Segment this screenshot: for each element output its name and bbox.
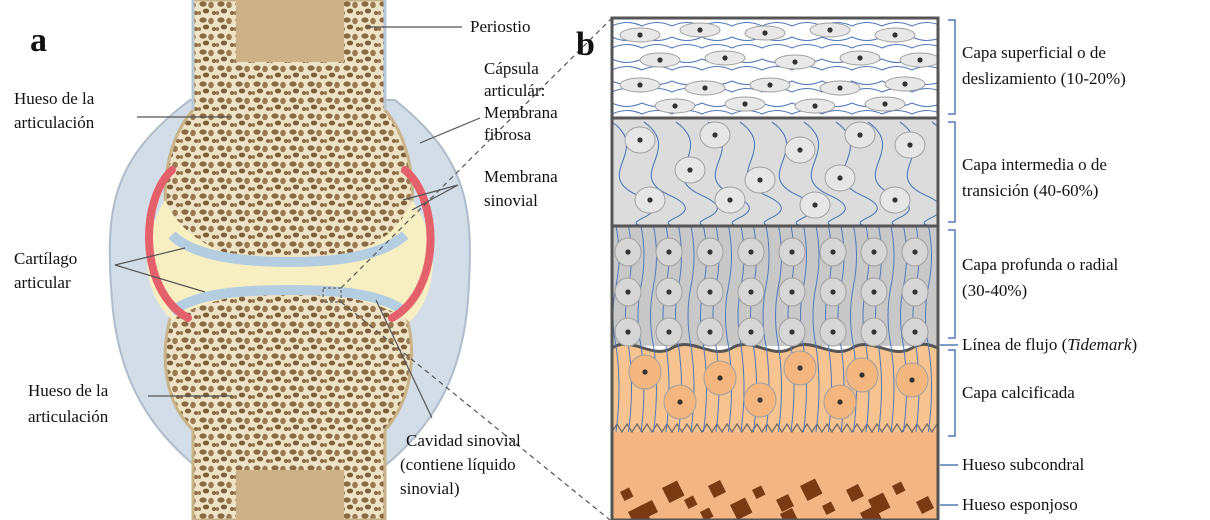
chondrocyte-superficial-nucleus [792, 59, 797, 64]
chondrocyte-superficial-nucleus [857, 55, 862, 60]
label-capsula-line4: fibrosa [484, 124, 531, 145]
chondrocyte-radial-nucleus [748, 329, 753, 334]
layer-brackets [940, 20, 958, 505]
chondrocyte-radial-nucleus [666, 249, 671, 254]
chondrocyte-radial-nucleus [789, 249, 794, 254]
label-cavidad-line1: Cavidad sinovial [406, 430, 521, 451]
chondrocyte-calcificada-nucleus [677, 399, 682, 404]
label-profunda-line2: (30-40%) [962, 280, 1027, 301]
chondrocyte-calcificada-nucleus [757, 397, 762, 402]
chondrocyte-radial-nucleus [912, 289, 917, 294]
label-subcondral: Hueso subcondral [962, 454, 1084, 475]
chondrocyte-calcificada-nucleus [642, 369, 647, 374]
chondrocyte-calcificada-nucleus [909, 377, 914, 382]
chondrocyte-superficial-nucleus [637, 32, 642, 37]
chondrocyte-radial-nucleus [707, 289, 712, 294]
chondrocyte-intermedia-nucleus [712, 132, 717, 137]
chondrocyte-superficial-nucleus [827, 27, 832, 32]
panel-b-letter: b [576, 28, 595, 62]
chondrocyte-calcificada-nucleus [837, 399, 842, 404]
label-superficial-line2: deslizamiento (10-20%) [962, 68, 1126, 89]
chondrocyte-superficial-nucleus [637, 82, 642, 87]
chondrocyte-radial-nucleus [871, 249, 876, 254]
chondrocyte-intermedia-nucleus [687, 167, 692, 172]
layer-calcificada [612, 344, 938, 432]
chondrocyte-radial-nucleus [871, 289, 876, 294]
label-capsula-line3: Membrana [484, 102, 558, 123]
label-profunda-line1: Capa profunda o radial [962, 254, 1118, 275]
chondrocyte-superficial-nucleus [702, 85, 707, 90]
label-hueso-top-line1: Hueso de la [14, 88, 94, 109]
label-cavidad-line2: (contiene líquido [400, 454, 516, 475]
chondrocyte-radial-nucleus [912, 329, 917, 334]
label-intermedia-line1: Capa intermedia o de [962, 154, 1107, 175]
chondrocyte-intermedia-nucleus [857, 132, 862, 137]
chondrocyte-radial-nucleus [830, 289, 835, 294]
chondrocyte-intermedia-nucleus [837, 175, 842, 180]
chondrocyte-intermedia-nucleus [727, 197, 732, 202]
chondrocyte-radial-nucleus [830, 249, 835, 254]
label-tidemark: Línea de flujo (Tidemark) [962, 334, 1137, 355]
chondrocyte-radial-nucleus [707, 249, 712, 254]
label-cavidad-line3: sinovial) [400, 478, 460, 499]
chondrocyte-superficial-nucleus [812, 103, 817, 108]
label-periostio: Periostio [470, 16, 530, 37]
label-membrana-line1: Membrana [484, 166, 558, 187]
label-hueso-bottom-line2: articulación [28, 406, 108, 427]
chondrocyte-intermedia-nucleus [797, 147, 802, 152]
label-capsula-line2: articulár: [484, 80, 545, 101]
label-cartilago-line1: Cartílago [14, 248, 77, 269]
chondrocyte-calcificada-nucleus [797, 365, 802, 370]
chondrocyte-superficial-nucleus [767, 82, 772, 87]
chondrocyte-radial-nucleus [625, 329, 630, 334]
chondrocyte-radial-nucleus [789, 289, 794, 294]
chondrocyte-superficial-nucleus [672, 103, 677, 108]
chondrocyte-radial-nucleus [748, 249, 753, 254]
chondrocyte-superficial-nucleus [722, 55, 727, 60]
chondrocyte-superficial-nucleus [657, 57, 662, 62]
chondrocyte-intermedia-nucleus [812, 202, 817, 207]
upper-bone-shaft [236, 0, 344, 62]
chondrocyte-calcificada-nucleus [859, 372, 864, 377]
chondrocyte-radial-nucleus [912, 249, 917, 254]
lower-bone-shaft [236, 470, 344, 520]
chondrocyte-radial-nucleus [666, 329, 671, 334]
chondrocyte-radial-nucleus [830, 329, 835, 334]
chondrocyte-superficial-nucleus [837, 85, 842, 90]
chondrocyte-intermedia-nucleus [637, 137, 642, 142]
label-superficial-line1: Capa superficial o de [962, 42, 1106, 63]
label-capsula-line1: Cápsula [484, 58, 539, 79]
chondrocyte-radial-nucleus [748, 289, 753, 294]
label-esponjoso: Hueso esponjoso [962, 494, 1078, 515]
chondrocyte-superficial-nucleus [892, 32, 897, 37]
chondrocyte-superficial-nucleus [742, 101, 747, 106]
label-hueso-top-line2: articulación [14, 112, 94, 133]
chondrocyte-intermedia-nucleus [757, 177, 762, 182]
chondrocyte-radial-nucleus [625, 289, 630, 294]
chondrocyte-intermedia-nucleus [892, 197, 897, 202]
chondrocyte-superficial-nucleus [697, 27, 702, 32]
chondrocyte-radial-nucleus [707, 329, 712, 334]
label-hueso-bottom-line1: Hueso de la [28, 380, 108, 401]
chondrocyte-superficial-nucleus [917, 57, 922, 62]
chondrocyte-radial-nucleus [871, 329, 876, 334]
chondrocyte-superficial-nucleus [762, 30, 767, 35]
cartilage-layers [612, 18, 982, 520]
chondrocyte-radial-nucleus [666, 289, 671, 294]
chondrocyte-calcificada-nucleus [717, 375, 722, 380]
chondrocyte-superficial-nucleus [882, 101, 887, 106]
chondrocyte-intermedia-nucleus [647, 197, 652, 202]
label-membrana-line2: sinovial [484, 190, 538, 211]
chondrocyte-superficial-nucleus [902, 81, 907, 86]
panel-a-letter: a [30, 24, 47, 58]
label-cartilago-line2: articular [14, 272, 71, 293]
chondrocyte-radial-nucleus [625, 249, 630, 254]
chondrocyte-radial-nucleus [789, 329, 794, 334]
label-intermedia-line2: transición (40-60%) [962, 180, 1098, 201]
label-calcificada: Capa calcificada [962, 382, 1075, 403]
chondrocyte-intermedia-nucleus [907, 142, 912, 147]
